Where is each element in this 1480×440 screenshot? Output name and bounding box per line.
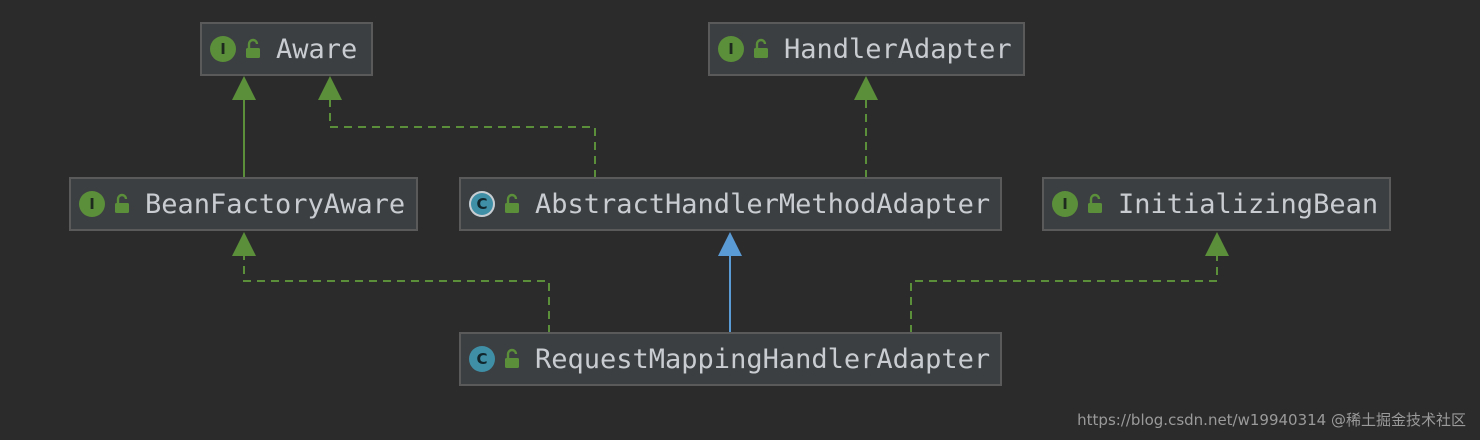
node-handler-adapter[interactable]: I HandlerAdapter bbox=[708, 22, 1025, 76]
unlocked-padlock-icon bbox=[115, 193, 129, 213]
arrowhead-handleradapter bbox=[854, 76, 878, 100]
node-abstract-handler-method-adapter[interactable]: C AbstractHandlerMethodAdapter bbox=[459, 177, 1002, 231]
node-label: BeanFactoryAware bbox=[145, 188, 406, 220]
node-label: InitializingBean bbox=[1118, 188, 1379, 220]
arrowhead-beanfactoryaware bbox=[232, 232, 256, 256]
arrowhead-aware-right bbox=[318, 76, 342, 100]
unlocked-padlock-icon bbox=[1088, 193, 1102, 213]
unlocked-padlock-icon bbox=[505, 348, 519, 368]
interface-badge-icon: I bbox=[1052, 191, 1078, 217]
node-bean-factory-aware[interactable]: I BeanFactoryAware bbox=[69, 177, 418, 231]
node-label: Aware bbox=[276, 33, 358, 65]
node-request-mapping-handler-adapter[interactable]: C RequestMappingHandlerAdapter bbox=[459, 332, 1002, 386]
abstract-class-badge-icon: C bbox=[469, 191, 495, 217]
edge-requestmapping-beanfactoryaware bbox=[243, 256, 550, 333]
unlocked-padlock-icon bbox=[754, 38, 768, 58]
edge-abstracthandler-aware bbox=[329, 100, 596, 178]
node-label: AbstractHandlerMethodAdapter bbox=[535, 188, 991, 220]
unlocked-padlock-icon bbox=[246, 38, 260, 58]
node-label: HandlerAdapter bbox=[784, 33, 1012, 65]
interface-badge-icon: I bbox=[718, 36, 744, 62]
edge-requestmapping-initializingbean bbox=[910, 256, 1218, 333]
interface-badge-icon: I bbox=[79, 191, 105, 217]
node-initializing-bean[interactable]: I InitializingBean bbox=[1042, 177, 1391, 231]
interface-badge-icon: I bbox=[210, 36, 236, 62]
arrowhead-abstracthandler bbox=[718, 232, 742, 256]
arrowhead-initializingbean bbox=[1205, 232, 1229, 256]
node-label: RequestMappingHandlerAdapter bbox=[535, 343, 991, 375]
node-aware[interactable]: I Aware bbox=[200, 22, 373, 76]
watermark-text: https://blog.csdn.net/w19940314 @稀土掘金技术社… bbox=[1077, 411, 1466, 429]
class-badge-icon: C bbox=[469, 346, 495, 372]
arrowhead-aware-left bbox=[232, 76, 256, 100]
unlocked-padlock-icon bbox=[505, 193, 519, 213]
